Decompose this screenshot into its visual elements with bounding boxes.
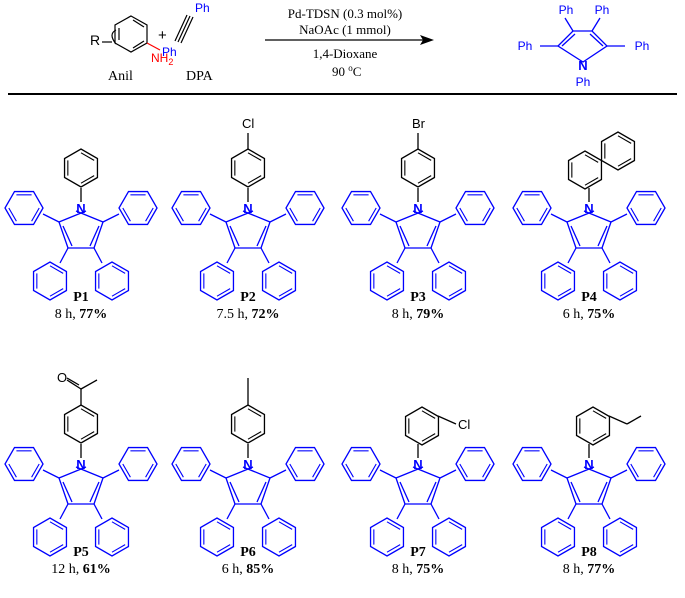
reaction-time: 8 h,	[55, 307, 80, 322]
dpa-ph-top: Ph	[195, 1, 210, 15]
yield-value: 75%	[416, 562, 444, 577]
product-p4: N P4 6 h, 75%	[512, 131, 666, 322]
product-id-label: P2	[240, 290, 256, 305]
yield-value: 75%	[587, 307, 615, 322]
product-p5: N O P5 12 h, 61%	[4, 370, 158, 577]
product-ph-n: Ph	[576, 75, 591, 89]
chloro-label: Cl	[458, 417, 470, 432]
product-id-label: P4	[581, 290, 597, 305]
product-time-yield: 6 h, 85%	[222, 562, 275, 577]
condition-base: NaOAc (1 mmol)	[299, 22, 391, 37]
product-id-label: P8	[581, 545, 597, 560]
substituent-r-label: R	[90, 32, 100, 48]
yield-value: 61%	[83, 562, 111, 577]
condition-catalyst: Pd-TDSN (0.3 mol%)	[288, 6, 402, 21]
product-time-yield: 6 h, 75%	[563, 307, 616, 322]
product-time-yield: 8 h, 79%	[392, 307, 445, 322]
yield-value: 79%	[416, 307, 444, 322]
reaction-time: 7.5 h,	[217, 307, 252, 322]
aniline-reagent	[102, 15, 161, 53]
product-id-label: P6	[240, 545, 256, 560]
pyrrole-nitrogen: N	[413, 457, 422, 472]
yield-value: 72%	[252, 307, 280, 322]
product-time-yield: 8 h, 77%	[55, 307, 108, 322]
product-nitrogen: N	[578, 58, 587, 73]
plus-sign: +	[158, 27, 167, 44]
pyrrole-nitrogen: N	[76, 457, 85, 472]
product-ph-top-left: Ph	[559, 3, 574, 17]
yield-value: 85%	[246, 562, 274, 577]
reaction-time: 6 h,	[563, 307, 588, 322]
oxygen-label: O	[57, 370, 67, 385]
product-id-label: P5	[73, 545, 89, 560]
nh2-label: NH2	[151, 51, 173, 67]
pyrrole-nitrogen: N	[76, 201, 85, 216]
product-p6: N P6 6 h, 85%	[171, 378, 325, 577]
yield-value: 77%	[79, 307, 107, 322]
halogen-label: Cl	[242, 116, 254, 131]
reaction-time: 12 h,	[51, 562, 83, 577]
product-p8: N P8 8 h, 77%	[512, 406, 666, 577]
product-time-yield: 7.5 h, 72%	[217, 307, 280, 322]
condition-temperature: 90 oC	[332, 63, 361, 79]
pyrrole-nitrogen: N	[243, 457, 252, 472]
dpa-label: DPA	[186, 69, 214, 84]
dpa-ph-bottom: Ph	[162, 45, 177, 59]
product-time-yield: 12 h, 61%	[51, 562, 111, 577]
halogen-label: Br	[412, 116, 426, 131]
product-id-label: P7	[410, 545, 426, 560]
product-id-label: P1	[73, 290, 89, 305]
pyrrole-nitrogen: N	[413, 201, 422, 216]
condition-solvent: 1,4-Dioxane	[313, 46, 378, 61]
product-id-label: P3	[410, 290, 426, 305]
pyrrole-nitrogen: N	[243, 201, 252, 216]
yield-value: 77%	[587, 562, 615, 577]
reaction-time: 6 h,	[222, 562, 247, 577]
anil-label: Anil	[108, 69, 133, 84]
product-ph-right: Ph	[635, 39, 650, 53]
header-product-pyrrole	[540, 17, 625, 63]
dpa-reagent	[174, 14, 194, 44]
product-ph-top-right: Ph	[595, 3, 610, 17]
pyrrole-nitrogen: N	[584, 201, 593, 216]
reaction-arrow	[265, 35, 434, 45]
reaction-time: 8 h,	[392, 562, 417, 577]
reaction-time: 8 h,	[563, 562, 588, 577]
pyrrole-nitrogen: N	[584, 457, 593, 472]
product-time-yield: 8 h, 75%	[392, 562, 445, 577]
product-ph-left: Ph	[518, 39, 533, 53]
product-p1: N P1 8 h, 77%	[4, 148, 158, 322]
product-time-yield: 8 h, 77%	[563, 562, 616, 577]
reaction-time: 8 h,	[392, 307, 417, 322]
